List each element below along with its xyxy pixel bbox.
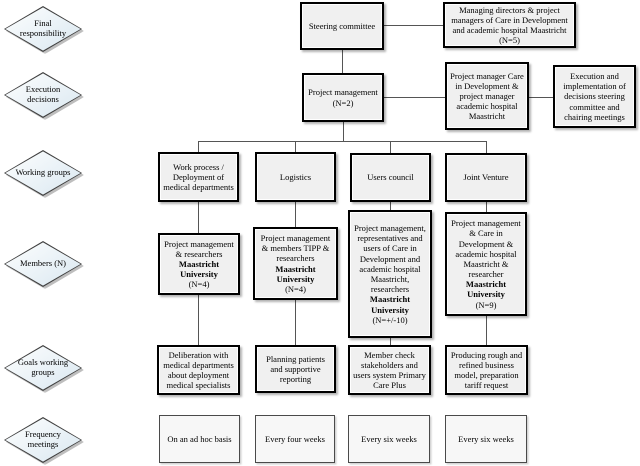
connector-bus: [198, 141, 487, 142]
box-text: Project manager Care in Development & pr…: [450, 70, 524, 122]
connector-wg2-members2: [295, 202, 296, 227]
connector-detail-role: [529, 97, 553, 98]
box-text: Every four weeks: [265, 433, 325, 444]
row-label-working-groups: Working groups: [4, 150, 84, 198]
connector-members2-goal2: [295, 300, 296, 345]
connector-bus-wg4: [486, 141, 487, 153]
diamond-label: Frequency meetings: [25, 429, 61, 449]
box-text: Users council: [367, 172, 414, 183]
row-label-members: Members (N): [4, 241, 84, 289]
connector-wg3-members3: [390, 202, 391, 210]
box-text: Project management, representatives and …: [354, 223, 426, 295]
box-text: Member check stakeholders and users syst…: [353, 349, 426, 391]
box-n: (N=4): [285, 283, 306, 294]
box-text: Execution and implementation of decision…: [563, 71, 626, 122]
connector-steering-pm: [342, 50, 343, 73]
connector-wg4-members4: [486, 202, 487, 212]
managing-directors-box: Managing directors & project managers of…: [443, 2, 576, 48]
project-management-box: Project management (N=2): [302, 73, 384, 122]
box-n: (N=5): [499, 35, 520, 46]
goal-box-3: Member check stakeholders and users syst…: [348, 345, 431, 395]
working-group-box-joint-venture: Joint Venture: [445, 153, 527, 202]
row-label-execution-decisions: Execution decisions: [4, 72, 84, 120]
box-text: Project management & researchers: [164, 238, 234, 259]
goal-box-2: Planning patients and supportive reporti…: [255, 345, 336, 393]
box-text: Deliberation with medical departments ab…: [163, 349, 234, 391]
working-group-box-work-process: Work process / Deployment of medical dep…: [158, 152, 239, 202]
frequency-box-3: Every six weeks: [348, 415, 430, 463]
frequency-box-1: On an ad hoc basis: [159, 415, 240, 463]
connector-members3-goal3: [390, 338, 391, 345]
connector-bus-wg2: [295, 141, 296, 152]
box-text: Every six weeks: [361, 433, 417, 444]
connector-bus-wg1: [198, 141, 199, 152]
box-n: (N=9): [475, 299, 497, 310]
row-label-frequency-meetings: Frequency meetings: [4, 417, 84, 465]
box-text: Logistics: [279, 171, 312, 182]
box-text: On an ad hoc basis: [167, 433, 232, 444]
box-bold-text: Maastricht University: [369, 294, 411, 315]
row-label-goals-working-groups: Goals working groups: [4, 345, 84, 393]
box-text: Project management & Care in Development…: [451, 218, 521, 280]
goal-box-1: Deliberation with medical departments ab…: [157, 345, 240, 395]
diamond-label: Members (N): [19, 258, 67, 269]
box-text: Work process / Deployment of medical dep…: [163, 161, 234, 193]
box-n: (N=4): [188, 279, 210, 290]
execution-role-box: Execution and implementation of decision…: [553, 65, 636, 128]
steering-committee-box: Steering committee: [300, 2, 384, 50]
box-text: Project management: [308, 87, 378, 98]
diamond-label: Working groups: [15, 167, 71, 178]
box-text: Steering committee: [308, 20, 376, 31]
connector-members1-goal1: [198, 295, 199, 345]
frequency-box-2: Every four weeks: [255, 415, 335, 463]
goal-box-4: Producing rough and refined business mod…: [445, 345, 528, 395]
row-label-final-responsibility: Final responsibility: [4, 6, 84, 54]
diamond-label: Goals working groups: [17, 357, 69, 377]
box-text: Joint Venture: [463, 172, 509, 183]
diamond-label: Execution decisions: [25, 84, 61, 104]
box-bold-text: Maastricht University: [275, 263, 316, 284]
box-text: Producing rough and refined business mod…: [450, 349, 523, 391]
frequency-box-4: Every six weeks: [445, 415, 527, 463]
box-n: (N=2): [332, 97, 354, 108]
connector-wg1-members1: [198, 202, 199, 233]
diamond-label: Final responsibility: [19, 18, 67, 38]
connector-members4-goal4: [486, 316, 487, 345]
box-text: Planning patients and supportive reporti…: [266, 353, 325, 385]
members-box-2: Project management & members TIPP & rese…: [253, 227, 338, 300]
working-group-box-logistics: Logistics: [255, 152, 336, 202]
working-group-box-users-council: Users council: [350, 153, 431, 202]
connector-pm-detail: [384, 97, 445, 98]
box-bold-text: Maastricht University: [178, 258, 220, 280]
box-text: Project management & members TIPP & rese…: [260, 232, 331, 264]
members-box-3: Project management, representatives and …: [348, 210, 432, 338]
box-n: (N=+/-10): [372, 314, 408, 325]
connector-pm-bus: [343, 122, 344, 141]
box-bold-text: Maastricht University: [465, 279, 507, 300]
members-box-4: Project management & Care in Development…: [445, 212, 527, 316]
box-text: Managing directors & project managers of…: [451, 4, 568, 35]
box-text: Every six weeks: [458, 433, 514, 444]
members-box-1: Project management & researchers Maastri…: [158, 233, 240, 295]
project-manager-detail-box: Project manager Care in Development & pr…: [445, 62, 529, 130]
connector-steering-managing: [384, 25, 443, 26]
connector-bus-wg3: [390, 141, 391, 153]
